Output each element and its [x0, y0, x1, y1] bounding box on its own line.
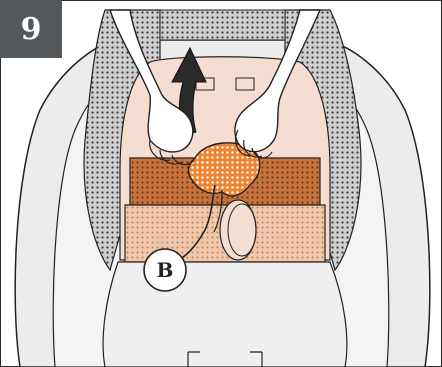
callout-label: B	[157, 258, 174, 282]
step-number: 9	[21, 12, 42, 47]
mesh-top	[160, 10, 285, 40]
seat-cushion	[103, 262, 347, 367]
step-number-badge: 9	[0, 0, 62, 58]
